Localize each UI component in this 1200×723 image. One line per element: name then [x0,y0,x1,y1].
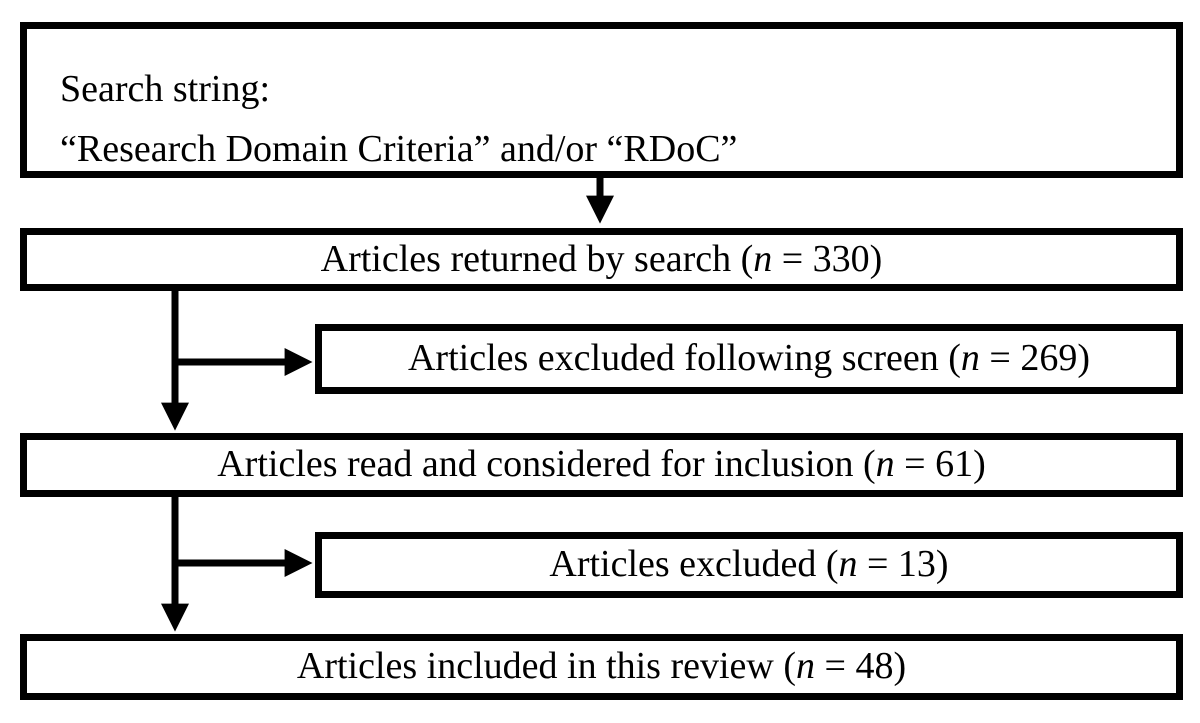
articles-read-box: Articles read and considered for inclusi… [20,433,1183,497]
articles-returned-box: Articles returned by search (n = 330) [20,228,1183,291]
articles-excluded-box: Articles excluded (n = 13) [315,532,1183,598]
articles-included-text: Articles included in this review (n = 48… [296,645,907,688]
articles-excluded-screen-box: Articles excluded following screen (n = … [315,324,1183,394]
articles-included-box: Articles included in this review (n = 48… [20,634,1183,700]
articles-read-text: Articles read and considered for inclusi… [217,443,986,486]
search-string-box: Search string: “Research Domain Criteria… [20,22,1183,178]
articles-excluded-screen-text: Articles excluded following screen (n = … [407,337,1090,380]
articles-excluded-text: Articles excluded (n = 13) [549,543,949,586]
search-string-label: Search string: [60,68,271,110]
articles-returned-text: Articles returned by search (n = 330) [320,237,883,280]
search-string-query: “Research Domain Criteria” and/or “RDoC” [60,128,738,170]
